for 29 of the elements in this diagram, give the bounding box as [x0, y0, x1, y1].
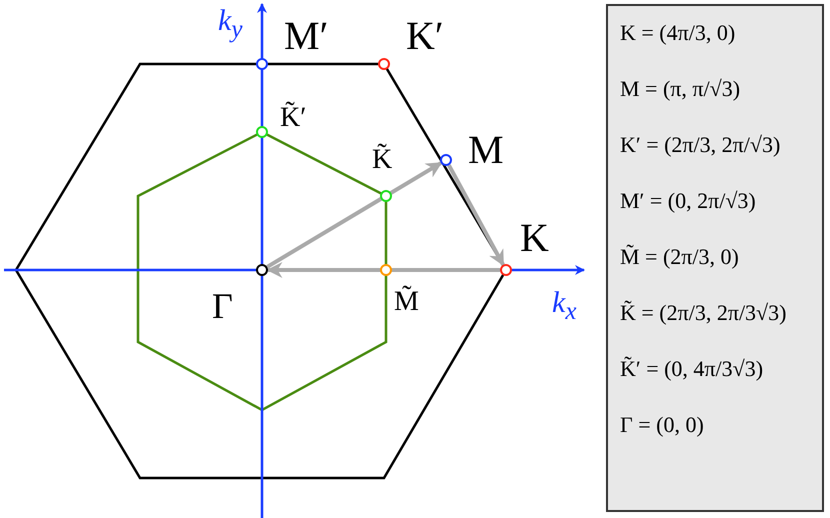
point-marker	[256, 126, 268, 138]
axis-label: k$_{x}$	[552, 288, 576, 324]
point-label: K̃	[372, 146, 392, 174]
coordinate-formula: M̃ = (2π/3, 0)	[620, 246, 739, 268]
coordinate-formula: Γ = (0, 0)	[620, 414, 704, 436]
arrow	[447, 164, 505, 266]
point-marker	[256, 264, 268, 276]
point-label: M′	[284, 16, 328, 56]
point-marker	[380, 190, 392, 202]
axis-label: k$_{y}$	[218, 6, 242, 42]
point-label: K̃′	[280, 104, 306, 132]
coordinate-formula: K = (4π/3, 0)	[620, 22, 736, 44]
coordinate-formula: K′ = (2π/3, 2π/√3)	[620, 134, 780, 156]
point-label: M	[468, 130, 504, 170]
point-label: K′	[406, 16, 444, 56]
point-label: K	[520, 218, 549, 258]
point-marker	[380, 264, 392, 276]
coordinate-formula: K̃ = (2π/3, 2π/3√3)	[620, 302, 786, 324]
point-label: M̃	[394, 288, 419, 316]
point-label: Γ	[212, 288, 233, 324]
coordinate-formula: M′ = (0, 2π/√3)	[620, 190, 756, 212]
point-marker	[500, 264, 512, 276]
coordinate-formula: M = (π, π/√3)	[620, 78, 740, 100]
point-marker	[256, 58, 268, 70]
coordinate-formula: K̃′ = (0, 4π/3√3)	[620, 358, 764, 380]
arrow	[266, 161, 442, 269]
point-marker	[440, 154, 452, 166]
point-marker	[378, 58, 390, 70]
arrow	[266, 262, 500, 278]
